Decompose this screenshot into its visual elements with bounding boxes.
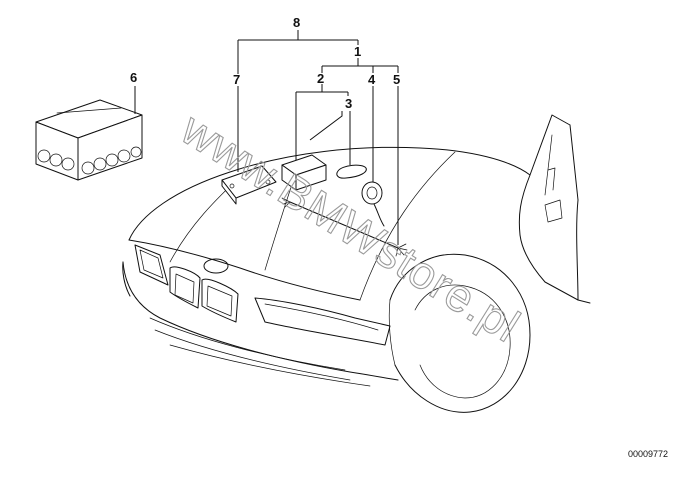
callout-7: 7: [233, 72, 240, 87]
callout-5: 5: [393, 72, 400, 87]
car-body-drawing: [122, 114, 591, 413]
callout-labels: 8 1 2 4 5 3 7 6: [130, 15, 400, 111]
part-7-bracket: [221, 165, 277, 205]
callout-1: 1: [354, 44, 361, 59]
part-2-control-unit: [281, 154, 327, 191]
part-4-siren: [361, 181, 385, 227]
callout-4: 4: [368, 72, 376, 87]
callout-3: 3: [345, 96, 352, 111]
watermark-text: www.BMWstore.pl: [172, 102, 530, 352]
box-circles: [37, 146, 142, 175]
drawing-number: 00009772: [628, 449, 668, 459]
callout-8: 8: [293, 15, 300, 30]
leader-lines: [134, 30, 399, 245]
callout-6: 6: [130, 70, 137, 85]
part-3-sensor: [336, 164, 367, 179]
callout-2: 2: [317, 71, 324, 86]
part-5-wiring-harness: [281, 197, 408, 257]
part-6-box: [35, 99, 143, 181]
